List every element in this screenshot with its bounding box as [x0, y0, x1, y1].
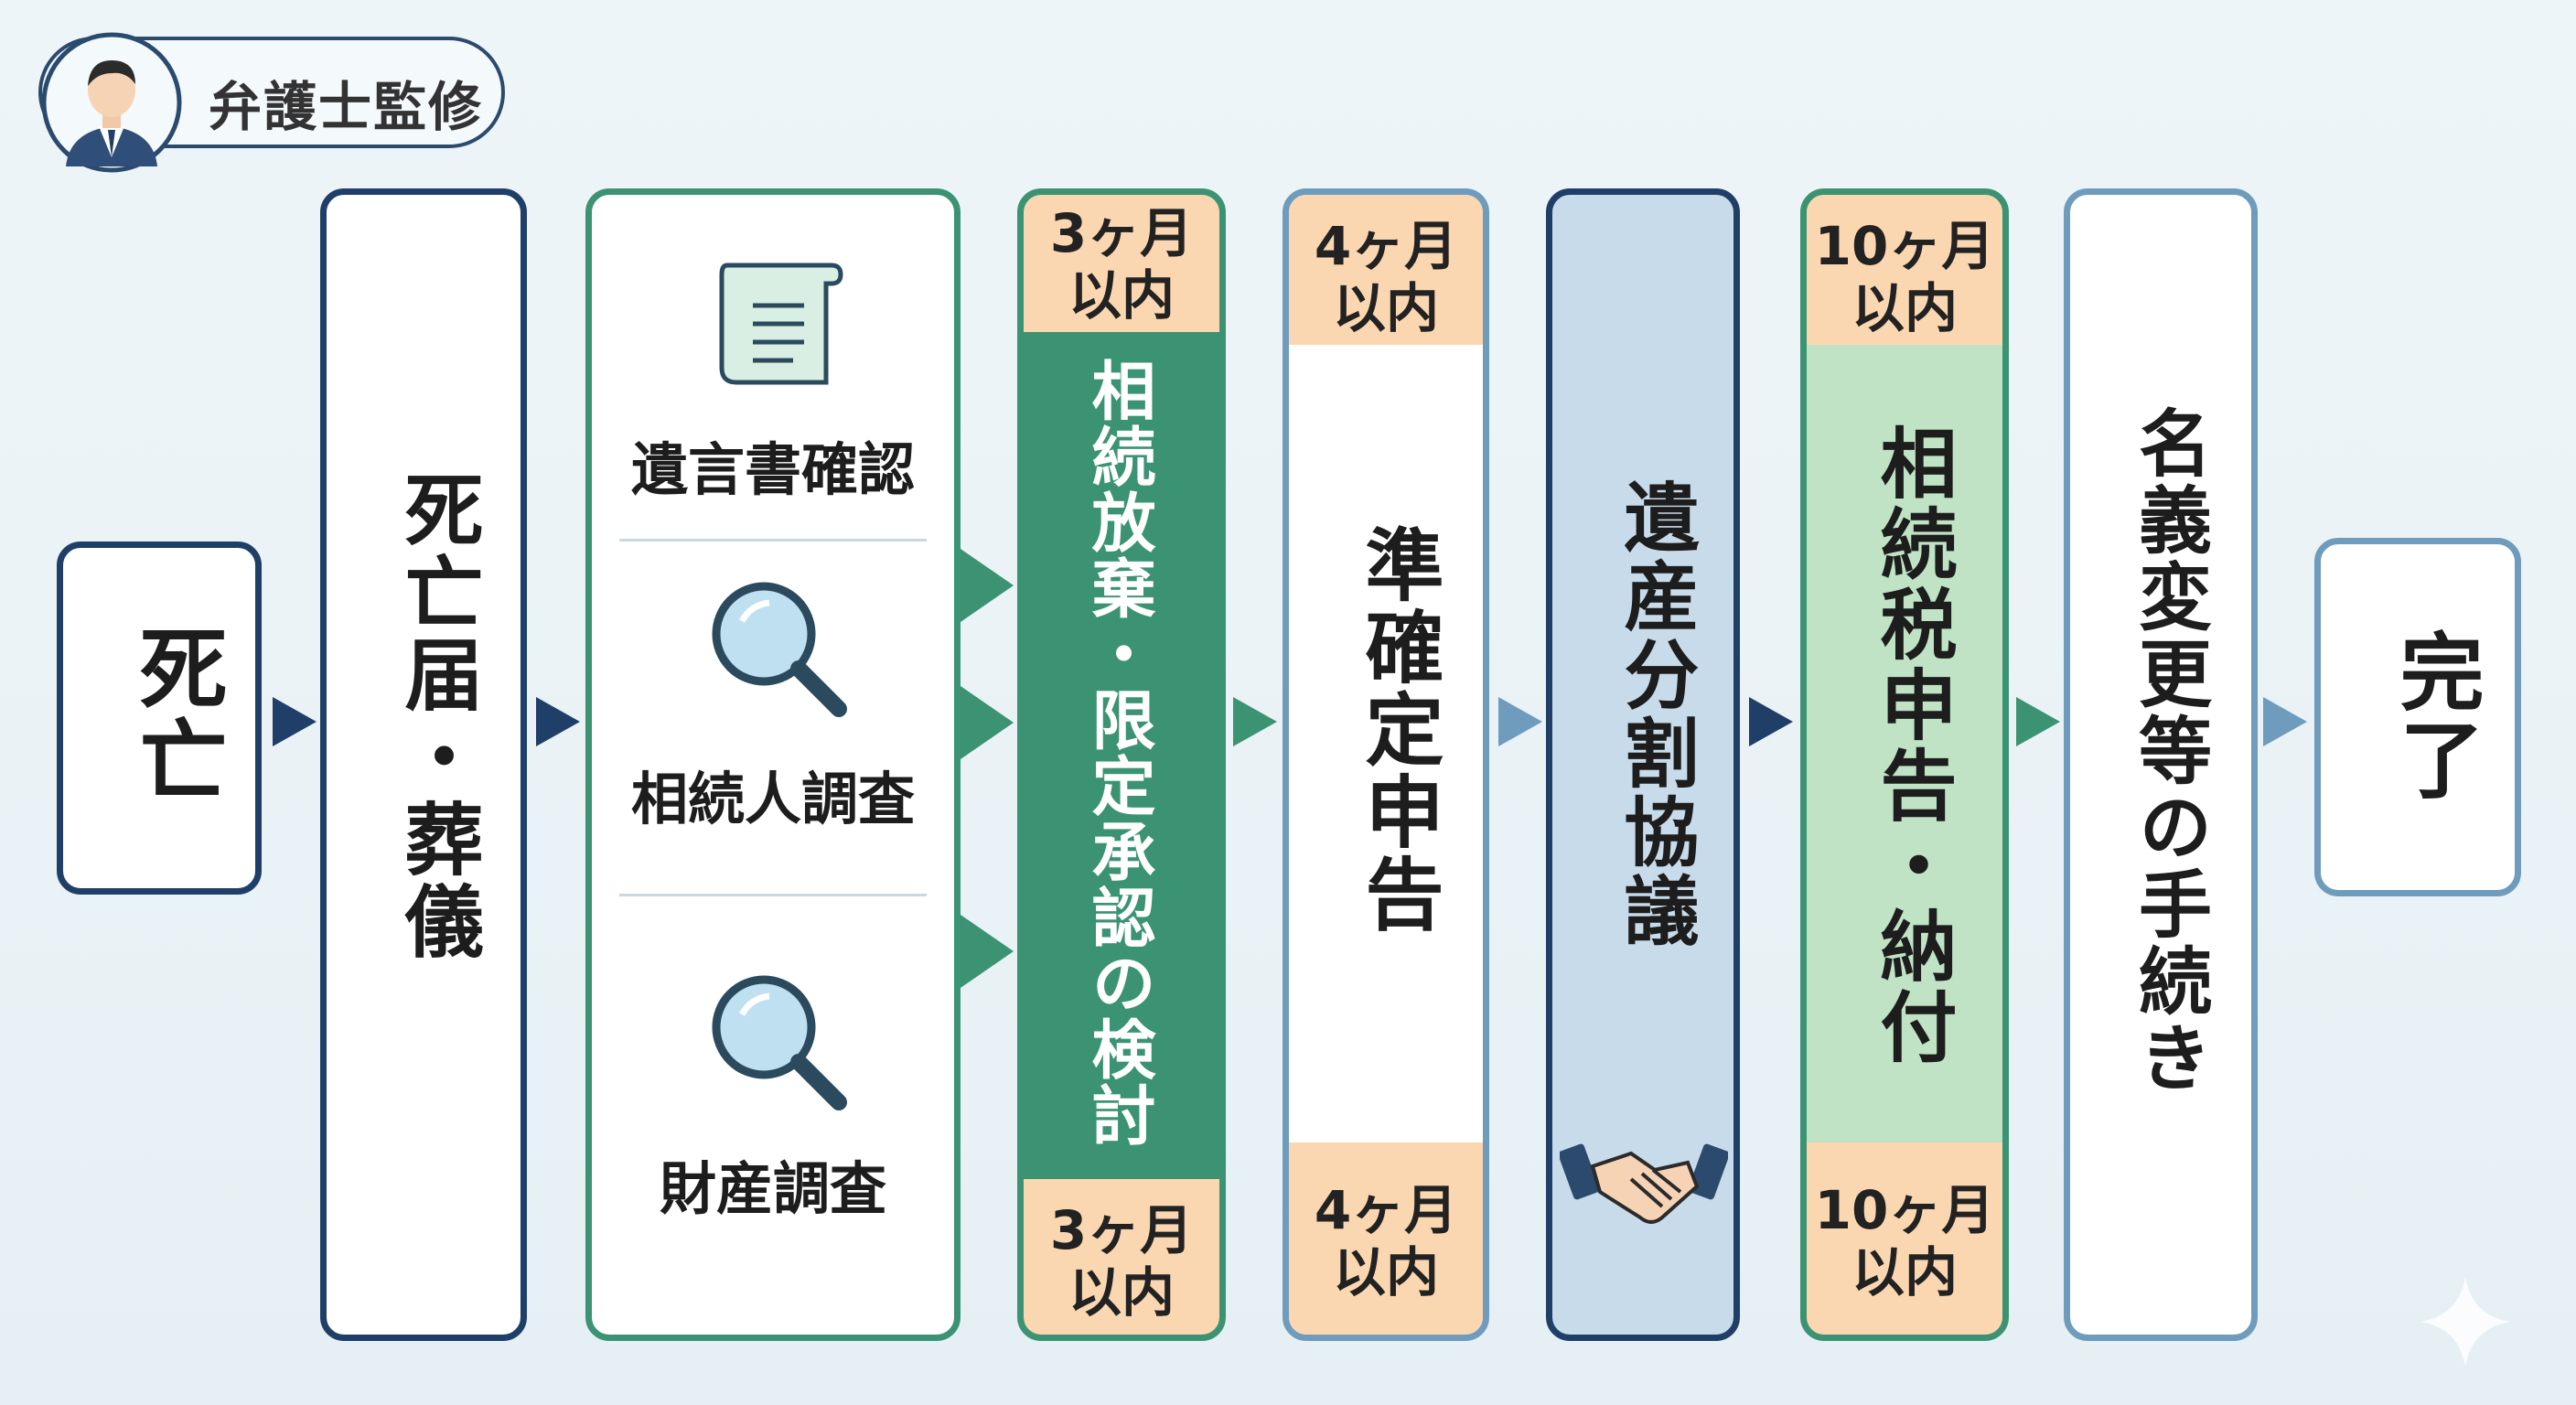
- deadline-within: 以内: [1851, 1241, 1958, 1303]
- handshake-icon: [1560, 1143, 1728, 1224]
- step-renunciation: 3ヶ月 以内 相続放棄・限定承認の検討 3ヶ月 以内: [1017, 188, 1226, 1341]
- magnifier-icon: [712, 975, 847, 1110]
- divider: [619, 539, 927, 542]
- deadline-tag-bottom: 3ヶ月 以内: [1024, 1179, 1219, 1335]
- step-death-label: 死亡: [124, 623, 227, 806]
- magnifier-icon: [712, 582, 847, 717]
- step-complete: 完了: [2314, 538, 2521, 896]
- deadline-tag-top: 10ヶ月 以内: [1807, 195, 2002, 345]
- step-title-change: 名義変更等の手続き: [2064, 188, 2258, 1341]
- arrow-icon: [536, 697, 580, 746]
- deadline-within: 以内: [1068, 1261, 1175, 1324]
- badge-label: 弁護士監修: [209, 76, 484, 138]
- step-title-change-label: 名義変更等の手続き: [2127, 405, 2212, 1097]
- deadline-tag-top: 3ヶ月 以内: [1024, 195, 1219, 332]
- deadline-within: 以内: [1332, 1241, 1439, 1303]
- divider: [619, 894, 927, 896]
- deadline-within: 以内: [1068, 264, 1175, 327]
- deadline-months: 3ヶ月: [1049, 202, 1194, 264]
- investigation-item-will: 遺言書確認: [630, 436, 915, 503]
- deadline-tag-top: 4ヶ月 以内: [1289, 195, 1483, 345]
- deadline-within: 以内: [1332, 277, 1439, 339]
- sparkle-icon: [2420, 1277, 2510, 1367]
- deadline-months: 3ヶ月: [1049, 1199, 1194, 1261]
- step-death-notice-label: 死亡届・葬儀: [391, 469, 482, 963]
- arrow-icon: [1749, 697, 1793, 746]
- step-death-notice: 死亡届・葬儀: [320, 188, 527, 1341]
- arrow-icon: [1498, 697, 1542, 746]
- deadline-tag-bottom: 4ヶ月 以内: [1289, 1142, 1483, 1335]
- step-division-label: 遺産分割協議: [1611, 478, 1698, 950]
- step-death: 死亡: [57, 542, 262, 895]
- investigation-item-heirs: 相続人調査: [630, 766, 915, 832]
- scroll-document-icon: [719, 263, 843, 385]
- step-quasi-tax-label: 準確定申告: [1351, 524, 1443, 936]
- investigation-item-assets: 財産調査: [659, 1155, 886, 1222]
- deadline-months: 10ヶ月: [1814, 1179, 1995, 1241]
- arrow-icon: [273, 697, 317, 746]
- step-complete-label: 完了: [2386, 628, 2484, 804]
- step-estate-division: 遺産分割協議: [1546, 188, 1740, 1341]
- arrow-icon: [1233, 697, 1277, 746]
- deadline-months: 4ヶ月: [1314, 1179, 1458, 1241]
- lawyer-avatar-icon: [41, 32, 182, 173]
- arrow-icon: [2016, 697, 2060, 746]
- deadline-months: 4ヶ月: [1314, 215, 1458, 277]
- arrow-icon: [2263, 697, 2307, 746]
- connector-arrows: [961, 549, 1014, 988]
- step-renunciation-label: 相続放棄・限定承認の検討: [1081, 358, 1156, 1148]
- step-investigation: 遺言書確認 相続人調査 財産調査: [585, 188, 961, 1341]
- deadline-months: 10ヶ月: [1814, 215, 1995, 277]
- step-inheritance-tax-label: 相続税申告・納付: [1868, 424, 1958, 1067]
- deadline-within: 以内: [1851, 277, 1958, 339]
- step-quasi-tax-return: 4ヶ月 以内 準確定申告 4ヶ月 以内: [1283, 188, 1489, 1341]
- deadline-tag-bottom: 10ヶ月 以内: [1807, 1142, 2002, 1335]
- step-inheritance-tax: 10ヶ月 以内 相続税申告・納付 10ヶ月 以内: [1800, 188, 2009, 1341]
